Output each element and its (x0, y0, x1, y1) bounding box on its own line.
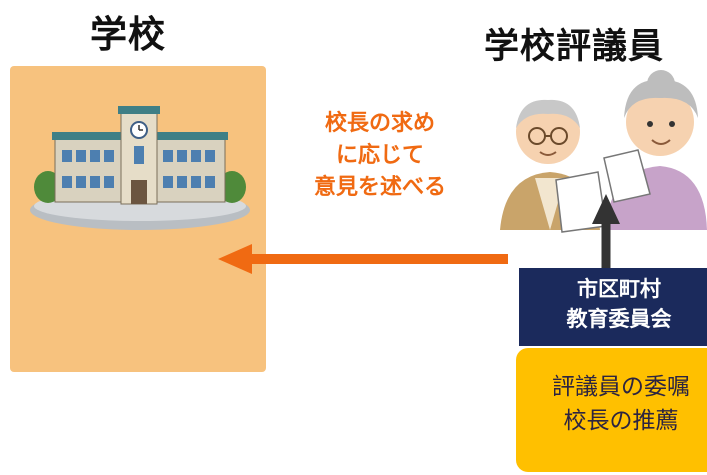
opinion-arrow (218, 244, 508, 274)
opinion-line-1: 校長の求め (324, 111, 435, 136)
commission-box: 評議員の委嘱 校長の推薦 (516, 348, 707, 472)
appointment-arrow (592, 194, 620, 268)
commission-line-2: 校長の推薦 (563, 408, 679, 434)
board-line-1: 市区町村 (577, 277, 661, 301)
board-line-2: 教育委員会 (566, 307, 672, 331)
councilor-heading: 学校評議員 (484, 27, 665, 67)
opinion-label: 校長の求め に応じて 意見を述べる (282, 108, 478, 204)
board-of-education-box: 市区町村 教育委員会 (519, 268, 707, 346)
school-heading: 学校 (90, 13, 166, 56)
school-building-illustration (30, 106, 250, 230)
opinion-line-2: に応じて (335, 143, 424, 168)
councilors-illustration (500, 70, 707, 233)
commission-line-1: 評議員の委嘱 (552, 374, 690, 400)
opinion-line-3: 意見を述べる (313, 175, 446, 200)
